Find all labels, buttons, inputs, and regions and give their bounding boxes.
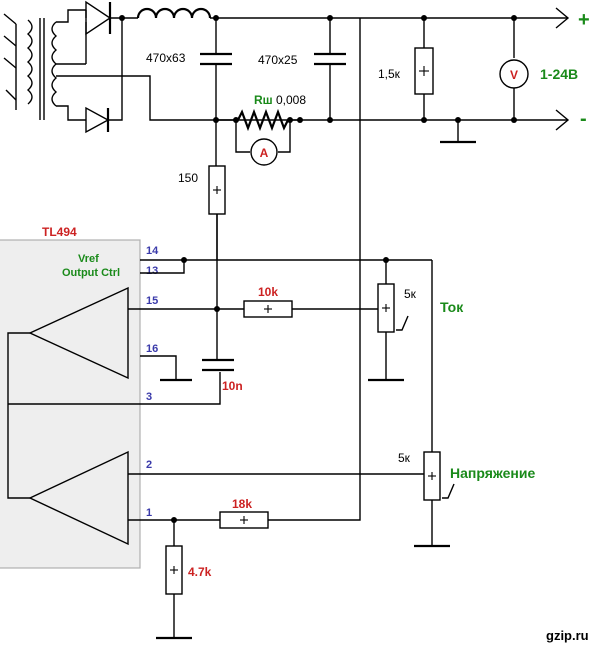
vref-label: Vref <box>78 253 99 265</box>
svg-text:V: V <box>510 68 518 82</box>
ground-icon <box>440 120 476 144</box>
ic-name: TL494 <box>42 225 77 239</box>
res18k-label: 18k <box>232 497 252 511</box>
ammeter-icon: A <box>250 138 278 166</box>
res10k-label: 10k <box>258 285 278 299</box>
pin-1: 1 <box>146 507 152 519</box>
res150-label: 150 <box>178 171 198 185</box>
resistor-icon <box>165 545 183 595</box>
resistor-icon <box>243 300 293 318</box>
capacitor-icon <box>314 52 346 66</box>
output-ctrl-label: Output Ctrl <box>62 267 120 279</box>
load-res-label: 1,5к <box>378 67 401 81</box>
cap2-label: 470x25 <box>258 53 298 67</box>
resistor-icon <box>208 165 226 215</box>
opamp-icon <box>28 450 129 546</box>
watermark: gzip.ru <box>546 628 589 643</box>
svg-text:A: A <box>260 146 269 160</box>
diode-icon <box>85 106 110 134</box>
pot-current-name: Ток <box>440 299 464 315</box>
transformer-icon <box>3 13 58 120</box>
pin-15: 15 <box>146 295 158 307</box>
shunt-resistor-icon <box>237 108 289 132</box>
res47k-label: 4.7k <box>188 565 212 579</box>
output-range-label: 1-24В <box>540 66 578 82</box>
pin-13: 13 <box>146 265 158 277</box>
shunt-label: Rш <box>254 93 273 107</box>
capacitor-icon <box>202 358 234 372</box>
resistor-icon <box>414 47 434 95</box>
pin-3: 3 <box>146 391 152 403</box>
pot-voltage-value: 5к <box>398 451 411 465</box>
capacitor-icon <box>200 52 232 66</box>
resistor-icon <box>219 511 269 529</box>
opamp-icon <box>28 286 129 380</box>
diode-icon <box>85 0 112 36</box>
cap1-label: 470x63 <box>146 51 186 65</box>
pot-voltage-name: Напряжение <box>450 465 535 481</box>
pin-16: 16 <box>146 343 158 355</box>
pot-current-value: 5к <box>404 287 417 301</box>
pin-2: 2 <box>146 459 152 471</box>
shunt-value: 0,008 <box>276 93 306 107</box>
cap10n-label: 10n <box>222 379 243 393</box>
voltmeter-icon: V <box>499 59 529 89</box>
pin-14: 14 <box>146 245 159 257</box>
output-plus-label: + <box>578 9 590 31</box>
arrow-icon <box>555 7 570 29</box>
inductor-icon <box>136 7 212 19</box>
output-minus-label: - <box>580 108 587 130</box>
